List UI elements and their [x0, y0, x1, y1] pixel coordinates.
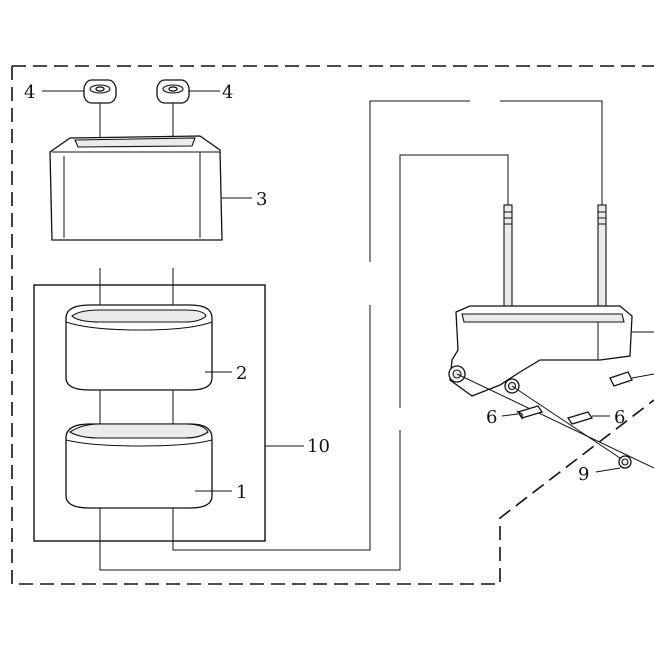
stud-right — [597, 204, 607, 314]
leader-lines — [42, 90, 654, 492]
gasket-part — [65, 304, 213, 391]
nut-right — [156, 79, 190, 104]
kit-box — [33, 284, 266, 542]
callout-nut-right: 4 — [222, 82, 233, 103]
spacer-left — [516, 405, 544, 421]
stud-left — [503, 204, 513, 314]
callout-nut-left: 4 — [24, 82, 35, 103]
small-nut — [618, 455, 632, 469]
spacer-right — [566, 411, 594, 425]
callout-spacer-left: 6 — [486, 407, 497, 428]
callout-base: 1 — [236, 482, 247, 503]
callout-small-nut: 9 — [578, 464, 589, 485]
assembly-boundary-dashed — [11, 65, 654, 585]
cover-part — [49, 135, 223, 241]
nut-left — [83, 79, 117, 104]
routing-lines — [99, 90, 603, 571]
callout-kit: 10 — [307, 436, 330, 457]
spacer-top-right — [609, 371, 633, 387]
base-part — [65, 423, 213, 509]
callout-spacer-right: 6 — [614, 407, 625, 428]
bracket-assembly — [448, 305, 654, 469]
callout-gasket: 2 — [236, 363, 247, 384]
callout-cover: 3 — [256, 189, 267, 210]
